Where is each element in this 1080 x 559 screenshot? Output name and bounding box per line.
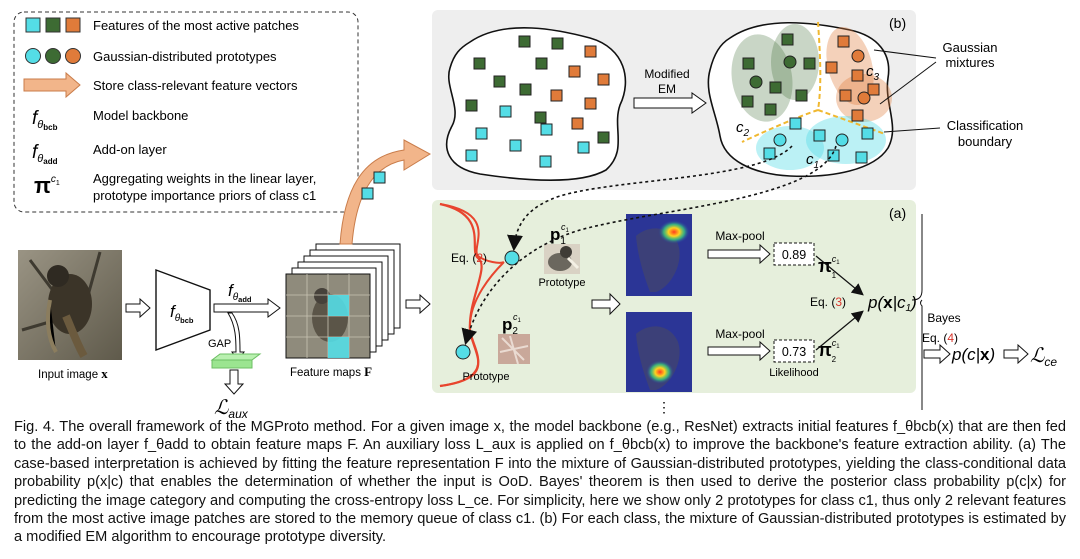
prototype-2-node (455, 344, 471, 360)
gaussian-mixtures-label-2: mixtures (945, 55, 995, 70)
right-features (741, 33, 880, 164)
likelihood-bottom-box (773, 339, 815, 363)
prototype-bottom-label: Prototype (462, 371, 509, 383)
green-square-icon (45, 17, 61, 33)
stored-feature-2 (361, 187, 374, 200)
backbone-block (155, 268, 211, 352)
orange-square-icon (65, 17, 81, 33)
panel-b: (b) Modified (432, 10, 1023, 190)
green-circle-icon (45, 48, 61, 64)
legend-pi-line1: Aggregating weights in the linear layer, (93, 171, 316, 186)
addon-arrow (213, 298, 281, 318)
figure-caption: Fig. 4. The overall framework of the MGP… (14, 419, 1066, 546)
panel-a: (a) Eq. (2) p1c1 Prototype p2c1 Prototyp… (432, 200, 917, 415)
modified-em-arrow (633, 92, 707, 114)
ce-loss: ℒce (1030, 345, 1057, 369)
panel-a-tag: (a) (889, 205, 906, 221)
legend-store-vectors: Store class-relevant feature vectors (93, 78, 298, 93)
eq4-label: Eq. (4) (922, 331, 958, 345)
prototype-top-label: Prototype (538, 277, 585, 289)
aux-arrow (223, 369, 245, 395)
maxpool-bottom-label: Max-pool (715, 327, 764, 341)
modified-em-line1: Modified (644, 67, 689, 81)
prototype-2-link (461, 145, 837, 346)
panel-b-tag: (b) (889, 15, 906, 31)
pipeline: Input image x fθbcb fθadd GAP ℒaux (18, 139, 1057, 420)
to-panel-a-arrow (405, 293, 431, 315)
aux-loss: ℒaux (214, 397, 249, 420)
gap-vector (210, 353, 262, 369)
legend-backbone-symbol: fθbcb (32, 108, 58, 132)
prototype-1-image (544, 244, 580, 274)
prototype-2-image (498, 334, 530, 365)
legend-backbone: Model backbone (93, 108, 188, 123)
cyan-square-icon (25, 17, 41, 33)
eq2-label: Eq. (2) (451, 251, 487, 265)
addon-symbol: fθadd (228, 281, 252, 304)
posterior-prob: p(c|x) (951, 345, 995, 364)
maxpool-bottom-arrow (707, 340, 771, 362)
store-arrow (339, 139, 432, 245)
classification-boundary-label-1: Classification (947, 118, 1024, 133)
legend-addon-symbol: fθadd (32, 142, 58, 166)
classification-boundary-label-2: boundary (958, 134, 1013, 149)
ellipsis: ⋮ (657, 399, 671, 415)
legend-patch-features: Features of the most active patches (93, 18, 299, 33)
likelihood-bottom-value: 0.73 (782, 345, 806, 359)
gap-label: GAP (208, 338, 231, 350)
to-heatmap-arrow (591, 292, 621, 316)
legend-pi-symbol: πc1 (34, 173, 60, 198)
bayes-arrow (923, 343, 951, 365)
stored-feature-1 (373, 171, 386, 184)
framework-figure: Features of the most active patches Gaus… (13, 10, 1057, 420)
prototype-1-symbol: p1c1 (550, 222, 569, 247)
modified-em-line2: EM (658, 82, 676, 96)
likelihood-top-box (773, 242, 815, 266)
class-conditional-prob: p(x|c1) (867, 293, 917, 314)
orange-circle-icon (65, 48, 81, 64)
eq3-label: Eq. (3) (810, 295, 846, 309)
input-bird-image (18, 250, 122, 360)
bayes-label: Bayes (927, 311, 960, 325)
store-arrow-icon (23, 71, 81, 99)
likelihood-top-value: 0.89 (782, 248, 806, 262)
similarity-heatmap-top (626, 214, 692, 296)
maxpool-top-arrow (707, 243, 771, 265)
classification-boundary (741, 21, 886, 143)
ce-arrow (1003, 343, 1029, 365)
feature-maps-label: Feature maps F (290, 364, 372, 379)
prototype-1-link (507, 145, 793, 252)
prototype-2-symbol: p2c1 (502, 312, 521, 337)
legend: Features of the most active patches Gaus… (13, 11, 359, 213)
legend-pi-line2: prototype importance priors of class c1 (93, 188, 316, 203)
gap-branch-arrow (227, 312, 245, 361)
maxpool-top-label: Max-pool (715, 229, 764, 243)
legend-gaussian-prototypes: Gaussian-distributed prototypes (93, 49, 277, 64)
cyan-circle-icon (25, 48, 41, 64)
input-arrow (125, 297, 151, 319)
unordered-features (465, 35, 610, 168)
feature-maps-stack (285, 243, 401, 359)
legend-addon: Add-on layer (93, 142, 167, 157)
gaussian-mixtures-label-1: Gaussian (943, 40, 998, 55)
bayes-bracket (911, 214, 923, 410)
input-image-label: Input image x (38, 366, 108, 381)
likelihood-label: Likelihood (769, 367, 819, 379)
similarity-heatmap-bottom (626, 312, 692, 392)
